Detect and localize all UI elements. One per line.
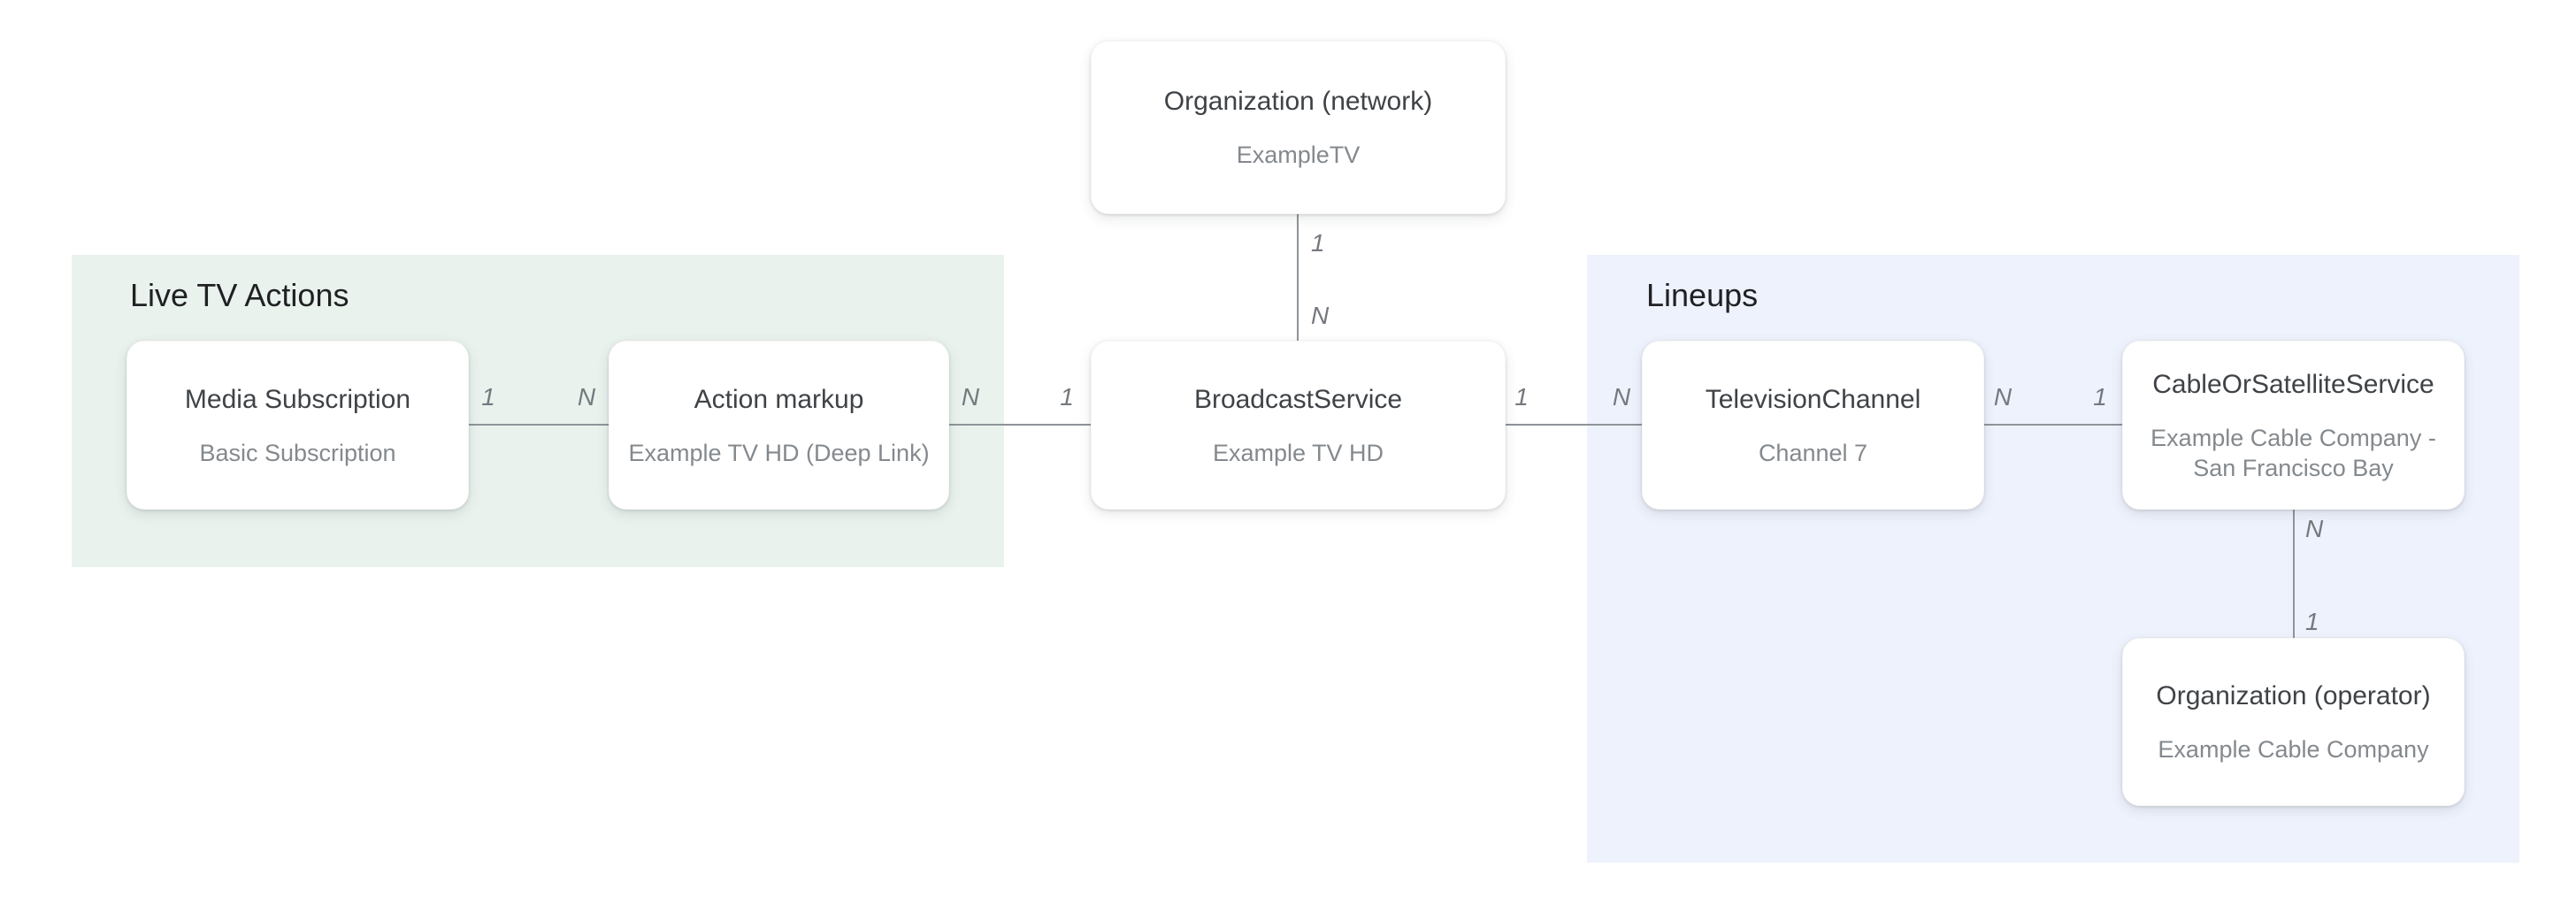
cardinality-label: 1 [2093,383,2107,411]
node-broadcast-service: BroadcastService Example TV HD [1091,341,1506,510]
region-title-lineups: Lineups [1646,277,1759,313]
node-subtitle: Example Cable Company [2158,736,2429,763]
cardinality-label: N [1612,383,1631,411]
connector-network-to-broadcast [1297,214,1299,341]
node-subtitle: ExampleTV [1236,142,1361,168]
connector-cable-to-operator [2293,510,2295,638]
node-title: CableOrSatelliteService [2152,369,2434,399]
connector-action-to-broadcast [949,424,1091,426]
node-cable-or-satellite-service: CableOrSatelliteService Example Cable Co… [2122,341,2465,510]
node-organization-network: Organization (network) ExampleTV [1091,41,1506,214]
cardinality-label: 1 [1514,383,1529,411]
cardinality-label: N [2305,515,2324,542]
node-television-channel: TelevisionChannel Channel 7 [1642,341,1984,510]
cardinality-label: N [1993,383,2012,411]
connector-media-to-action [469,424,609,426]
connector-channel-to-cable [1984,424,2122,426]
node-organization-operator: Organization (operator) Example Cable Co… [2122,638,2465,806]
node-subtitle: Example TV HD [1212,439,1384,466]
cardinality-label: N [577,383,596,411]
connector-broadcast-to-channel [1505,424,1642,426]
node-media-subscription: Media Subscription Basic Subscription [126,341,469,510]
node-title: Media Subscription [184,384,411,414]
node-subtitle: Example TV HD (Deep Link) [628,439,930,466]
node-title: TelevisionChannel [1705,384,1921,414]
cardinality-label: N [1311,302,1330,329]
node-subtitle: Basic Subscription [199,439,396,466]
cardinality-label: 1 [1060,383,1074,411]
node-title: Action markup [694,384,864,414]
node-title: Organization (network) [1163,87,1433,116]
node-title: BroadcastService [1193,384,1403,414]
node-title: Organization (operator) [2156,681,2431,710]
cardinality-label: 1 [481,383,495,411]
cardinality-label: 1 [1311,229,1325,257]
cardinality-label: N [961,383,980,411]
node-subtitle: Channel 7 [1758,439,1868,466]
node-action-markup: Action markup Example TV HD (Deep Link) [609,341,949,510]
node-subtitle: Example Cable Company - San Francisco Ba… [2150,424,2436,481]
region-title-live-tv-actions: Live TV Actions [130,277,349,313]
cardinality-label: 1 [2305,608,2319,635]
